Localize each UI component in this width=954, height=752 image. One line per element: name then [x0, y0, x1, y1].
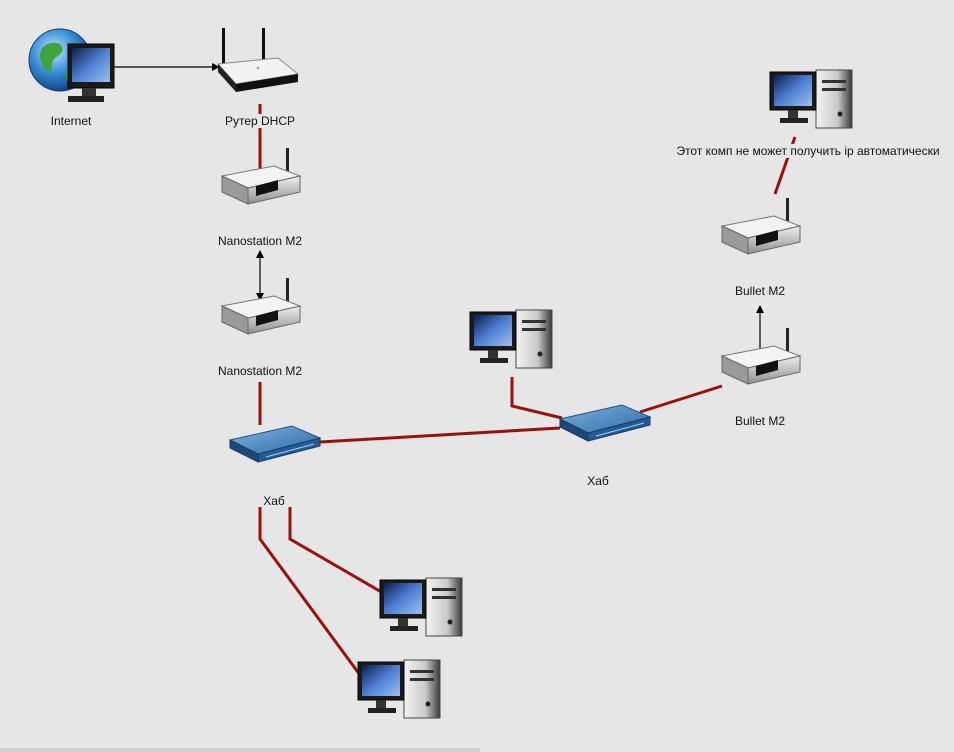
network-hub-icon — [229, 425, 321, 463]
node-label-hub2: Хаб — [587, 474, 609, 488]
wired-links — [258, 104, 797, 676]
horizontal-scrollbar[interactable] — [0, 748, 480, 752]
node-label-pc-top: Этот комп не может получить ip автоматич… — [675, 144, 941, 158]
wifi-router-icon — [217, 27, 299, 93]
network-hub-icon — [559, 404, 651, 442]
node-label-nano1: Nanostation M2 — [217, 234, 303, 248]
access-point-icon — [721, 327, 801, 385]
link-hub1-pc-b2 — [258, 507, 362, 676]
access-point-icon — [221, 277, 301, 335]
desktop-computer-icon — [469, 309, 553, 369]
node-label-router: Рутер DHCP — [223, 114, 297, 128]
desktop-computer-icon — [769, 69, 853, 129]
wireless-links — [110, 63, 764, 357]
node-label-internet: Internet — [50, 114, 92, 128]
link-hub2-bullet2 — [639, 384, 723, 414]
node-label-nano2: Nanostation M2 — [217, 364, 303, 378]
desktop-computer-icon — [357, 659, 441, 719]
link-hub1-hub2 — [319, 426, 561, 444]
link-hub1-pc-b1 — [288, 507, 384, 595]
link-hub2-pc-mid — [510, 377, 563, 420]
node-label-hub1: Хаб — [263, 494, 285, 508]
globe-monitor-icon — [28, 28, 115, 102]
desktop-computer-icon — [379, 577, 463, 637]
access-point-icon — [721, 197, 801, 255]
node-label-bullet2: Bullet M2 — [734, 414, 786, 428]
node-label-bullet1: Bullet M2 — [734, 284, 786, 298]
